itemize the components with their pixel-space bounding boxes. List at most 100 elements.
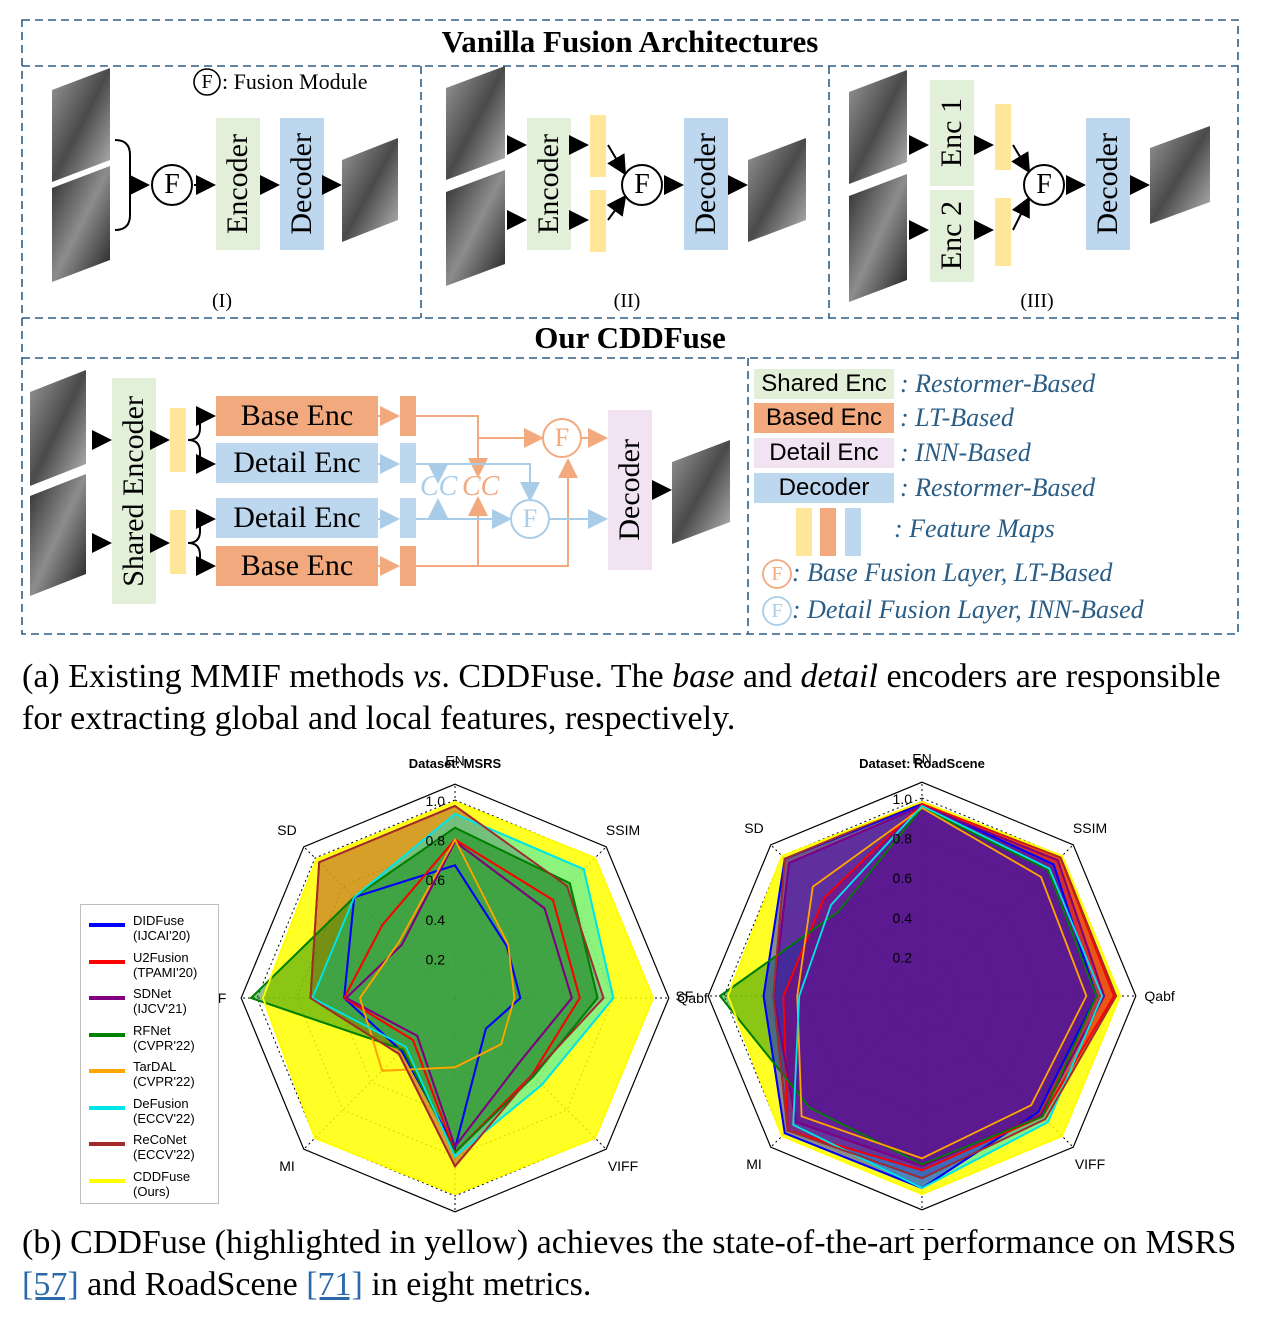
panel-label-1: (I) <box>212 290 232 312</box>
legend-entry: U2Fusion(TPAMI'20) <box>89 950 197 980</box>
outer-frame <box>240 783 670 1213</box>
legend-shared-enc: Shared Enc : Restormer-Based <box>754 368 1095 400</box>
tick-label: 1.0 <box>426 793 446 809</box>
axis-label: EN <box>912 750 931 766</box>
legend-feature-maps: : Feature Maps <box>894 514 1055 543</box>
legend-label: TarDAL <box>133 1059 177 1074</box>
legend-swatch <box>89 996 125 1000</box>
tick-label: 1.0 <box>893 791 913 807</box>
chart-legend: DIDFuse(IJCAI'20) U2Fusion(TPAMI'20) SDNet… <box>80 904 219 1204</box>
axis-label: Qabf <box>1144 988 1174 1004</box>
enc1-block: Enc 1 <box>935 98 968 168</box>
series-outline <box>311 812 615 1158</box>
tick-label: 0.2 <box>893 949 913 965</box>
legend-decoder: Decoder : Restormer-Based <box>754 472 1095 504</box>
series-outline <box>796 806 1088 1160</box>
tick-label: 0.6 <box>426 872 446 888</box>
fusion-f-1: F <box>164 169 180 200</box>
encoder-block-2: Encoder <box>532 134 565 234</box>
detail-enc-block-top: Detail Enc <box>233 446 361 479</box>
legend-sublabel: (Ours) <box>133 1183 170 1199</box>
legend-label: DeFusion <box>133 1095 189 1111</box>
vanilla-title: Vanilla Fusion Architectures <box>441 24 819 59</box>
legend-base-fusion-f: F <box>771 563 783 585</box>
ref-71[interactable]: [71] <box>306 1266 363 1303</box>
enc2-block: Enc 2 <box>935 201 968 271</box>
series-outline <box>358 837 516 1072</box>
series-outline <box>718 806 1098 1166</box>
tick-label: 0.8 <box>893 831 913 847</box>
series-outline <box>772 804 1106 1168</box>
base-enc-block-top: Base Enc <box>240 399 354 432</box>
figure-a-frame <box>21 19 1239 635</box>
fusion-f-2: F <box>634 169 650 200</box>
legend-sublabel: (ECCV'22) <box>133 1147 195 1162</box>
decoder-block-3: Decoder <box>1091 133 1124 235</box>
axis-label: MI <box>746 1156 762 1172</box>
axis-label: SCD <box>440 1228 470 1230</box>
tick-label: 0.2 <box>426 951 446 967</box>
legend-swatch <box>89 1105 125 1110</box>
cc-detail: CC <box>420 471 458 502</box>
fusion-module-legend: : Fusion Module <box>222 69 368 94</box>
legend-sublabel: (CVPR'22) <box>133 1074 195 1089</box>
tick-label: 0.4 <box>426 912 446 928</box>
chart-title: Dataset: RoadScene <box>859 756 985 771</box>
panel-label-2: (II) <box>613 290 641 312</box>
tick-label: 0.6 <box>893 870 913 886</box>
legend-entry: ReCoNet(ECCV'22) <box>89 1132 195 1162</box>
series-outline <box>792 804 1104 1190</box>
legend-label: DIDFuse <box>133 913 185 928</box>
decoder-block-cdd: Decoder <box>613 439 646 541</box>
radar-charts: 0.20.40.60.81.0ENSSIMQabfVIFFSCDMISFSDDa… <box>208 750 1174 1230</box>
shared-encoder-block: Shared Encoder <box>117 395 150 587</box>
legend-swatch <box>89 959 125 964</box>
detail-enc-block-bottom: Detail Enc <box>233 501 361 534</box>
caption-b: (b) CDDFuse (highlighted in yellow) achi… <box>22 1224 1237 1303</box>
legend-swatch <box>89 1069 125 1073</box>
legend-entry: DIDFuse(IJCAI'20) <box>89 913 190 943</box>
legend-label: CDDFuse <box>133 1168 191 1184</box>
panel-label-3: (III) <box>1020 290 1054 312</box>
legend-detail-enc: Detail Enc : INN-Based <box>754 437 1031 469</box>
chart-title: Dataset: MSRS <box>409 756 502 771</box>
legend-base-fusion: : Base Fusion Layer, LT-Based <box>792 558 1113 587</box>
legend-entry: DeFusion(ECCV'22) <box>89 1096 195 1126</box>
grid-ring <box>256 799 654 1197</box>
legend-sublabel: (IJCAI'20) <box>133 928 191 943</box>
legend-entry: SDNet(IJCV'21) <box>89 986 187 1016</box>
axis-label: SF <box>675 988 693 1004</box>
legend-label: U2Fusion <box>133 949 189 965</box>
axis-label: MI <box>279 1158 295 1174</box>
legend-sublabel: (ECCV'22) <box>133 1110 195 1126</box>
legend-detail-fusion: : Detail Fusion Layer, INN-Based <box>792 595 1144 624</box>
legend-sublabel: (IJCV'21) <box>133 1001 187 1016</box>
base-fusion-f: F <box>554 423 570 452</box>
axis-label: VIFF <box>608 1158 638 1174</box>
legend-entry: CDDFuse(Ours) <box>89 1169 190 1199</box>
axis-label: SCD <box>907 1226 937 1230</box>
tick-label: 0.4 <box>893 910 913 926</box>
legend-entry: TarDAL(CVPR'22) <box>89 1059 195 1089</box>
legend-entry: RFNet(CVPR'22) <box>89 1023 195 1053</box>
decoder-block-2: Decoder <box>689 133 722 235</box>
encoder-block-1: Encoder <box>221 134 254 234</box>
caption-a: (a) Existing MMIF methods vs. CDDFuse. T… <box>22 658 1221 737</box>
f-symbol-legend: F <box>201 71 213 93</box>
legend-swatch <box>89 923 125 927</box>
detail-fusion-f: F <box>522 504 538 533</box>
axis-label: SSIM <box>1073 820 1107 836</box>
series-outline <box>343 864 522 1151</box>
legend-based-enc: Based Enc : LT-Based <box>754 402 1014 434</box>
ref-57[interactable]: [57] <box>22 1266 79 1303</box>
axis-label: Qabf <box>677 990 707 1006</box>
axis-label: VIFF <box>1075 1156 1105 1172</box>
outer-frame <box>707 781 1137 1211</box>
tick-label: 0.8 <box>426 833 446 849</box>
axis-label: SSIM <box>606 822 640 838</box>
cddfuse-title: Our CDDFuse <box>534 320 726 355</box>
legend-swatch <box>89 1178 125 1183</box>
base-enc-block-bottom: Base Enc <box>240 549 354 582</box>
legend-label: ReCoNet <box>133 1132 187 1147</box>
legend-swatch <box>89 1032 125 1037</box>
